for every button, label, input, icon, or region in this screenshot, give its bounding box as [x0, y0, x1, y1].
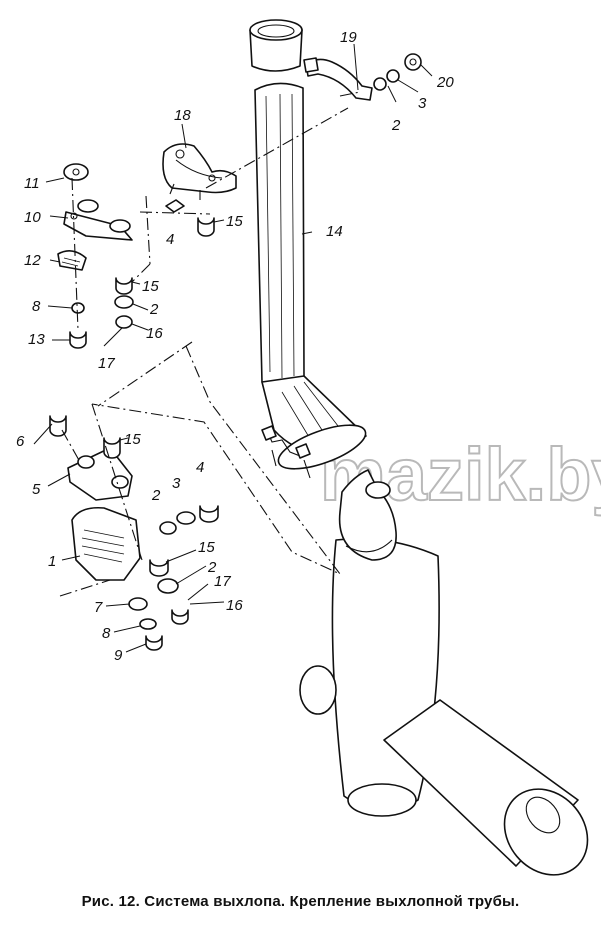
label-4-second: 4 — [196, 459, 204, 476]
label-20: 20 — [436, 74, 454, 91]
label-14: 14 — [326, 223, 343, 240]
label-8: 8 — [32, 298, 41, 315]
label-18: 18 — [174, 107, 191, 124]
label-8-second: 8 — [102, 625, 111, 642]
assembly-lines — [59, 91, 361, 597]
exhaust-pipe — [249, 19, 367, 479]
label-3-second: 3 — [172, 475, 181, 492]
label-13: 13 — [28, 331, 45, 348]
part-labels: 19 20 3 2 18 14 11 10 12 8 13 4 15 15 2 … — [16, 29, 454, 664]
label-7: 7 — [94, 599, 103, 616]
label-17-second: 17 — [214, 573, 231, 590]
label-4: 4 — [166, 231, 174, 248]
muffler — [299, 469, 589, 876]
label-15-third: 15 — [124, 431, 141, 448]
label-16: 16 — [146, 325, 163, 342]
label-6: 6 — [16, 433, 25, 450]
label-10: 10 — [24, 209, 41, 226]
clamp-19 — [303, 53, 422, 101]
label-5: 5 — [32, 481, 41, 498]
label-16-second: 16 — [226, 597, 243, 614]
label-11: 11 — [24, 175, 40, 192]
label-15: 15 — [226, 213, 243, 230]
label-9: 9 — [114, 647, 123, 664]
label-12: 12 — [24, 252, 41, 269]
label-15-fourth: 15 — [198, 539, 215, 556]
label-15-second: 15 — [142, 278, 159, 295]
upper-left-parts — [57, 163, 134, 349]
lower-left-assembly — [49, 415, 219, 651]
label-1: 1 — [48, 553, 56, 570]
figure-caption: Рис. 12. Система выхлопа. Крепление выхл… — [81, 893, 520, 910]
label-17: 17 — [98, 355, 115, 372]
label-19: 19 — [340, 29, 357, 46]
label-3: 3 — [418, 95, 427, 112]
label-2-third: 2 — [151, 487, 161, 504]
label-2-fourth: 2 — [207, 559, 217, 576]
label-2-second: 2 — [149, 301, 159, 318]
bracket-18 — [162, 143, 237, 237]
label-2: 2 — [391, 117, 401, 134]
leader-lines — [33, 43, 433, 653]
